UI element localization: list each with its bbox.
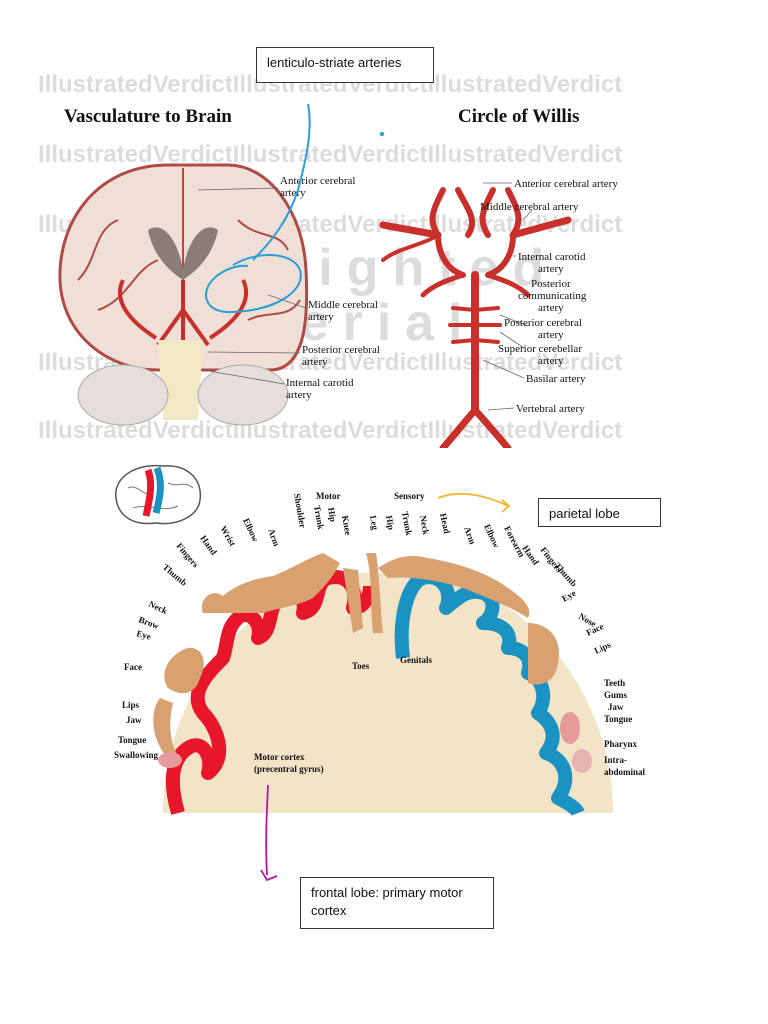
callout-frontal-lobe: frontal lobe: primary motor cortex — [300, 877, 494, 929]
motor-label: Knee — [340, 515, 353, 536]
sensory-label: Jaw — [608, 702, 624, 712]
label-posterior-communicating: Posterior — [531, 278, 571, 290]
label-superior-cerebellar-2: artery — [538, 355, 564, 367]
vasculature-figure: IllustratedVerdictIllustratedVerdictIllu… — [38, 71, 622, 448]
sensory-label: Head — [438, 512, 452, 534]
left-artery-labels: Anterior cerebral artery Middle cerebral… — [197, 175, 380, 401]
label-middle-cerebral: Middle cerebral — [308, 299, 378, 311]
brain-coronal-section — [58, 163, 309, 426]
sensory-label: Hip — [384, 515, 396, 531]
label-posterior-cerebral-2: artery — [302, 356, 328, 368]
title-vasculature: Vasculature to Brain — [64, 106, 232, 127]
label-motor-cortex-2: (precentral gyrus) — [254, 764, 324, 774]
motor-label: Trunk — [312, 505, 326, 531]
title-circle-of-willis: Circle of Willis — [458, 106, 579, 127]
label-posterior-cerebral-artery: Posterior cerebral — [504, 317, 582, 329]
sensory-label: Elbow — [482, 523, 502, 550]
sensory-label: Teeth — [604, 678, 625, 688]
label-posterior-cerebral: Posterior cerebral — [302, 344, 380, 356]
hand-drawn-purple-arrow — [260, 784, 278, 882]
right-artery-labels: Anterior cerebral artery Middle cerebral… — [480, 178, 618, 415]
label-middle-cerebral-artery: Middle cerebral artery — [480, 201, 579, 213]
motor-label: Eye — [135, 628, 152, 641]
label-posterior-cerebral-artery-2: artery — [538, 329, 564, 341]
label-genitals: Genitals — [400, 655, 432, 665]
watermark-row: IllustratedVerdictIllustratedVerdictIllu… — [38, 141, 622, 168]
motor-label: Hip — [326, 507, 338, 523]
heading-motor: Motor — [316, 491, 341, 501]
heading-sensory: Sensory — [394, 491, 425, 501]
sensory-label: Intra- — [604, 755, 627, 765]
motor-label: Lips — [122, 700, 140, 710]
motor-label: Hand — [198, 533, 219, 556]
sensory-label: Trunk — [400, 511, 414, 537]
motor-label: Wrist — [218, 524, 238, 548]
label-internal-carotid-artery-2: artery — [538, 263, 564, 275]
sensory-label: Pharynx — [604, 739, 638, 749]
homunculus-figure: Motor Knee Hip Trunk Shoulder Arm Elbow … — [114, 464, 646, 817]
motor-label: Arm — [266, 527, 282, 548]
label-toes: Toes — [352, 661, 370, 671]
label-middle-cerebral-2: artery — [308, 311, 334, 323]
sensory-label: Leg — [368, 515, 380, 532]
label-anterior-cerebral-2: artery — [280, 187, 306, 199]
label-superior-cerebellar: Superior cerebellar — [498, 343, 582, 355]
label-posterior-communicating-2: communicating — [518, 290, 587, 302]
sensory-label: Eye — [560, 588, 578, 604]
label-internal-carotid: Internal carotid — [286, 377, 354, 389]
homunculus-body — [153, 553, 592, 773]
label-vertebral-artery: Vertebral artery — [516, 403, 585, 415]
motor-label: Face — [124, 662, 142, 672]
sensory-label: Tongue — [604, 714, 632, 724]
sensory-label: Forearm — [502, 524, 527, 559]
label-basilar-artery: Basilar artery — [526, 373, 586, 385]
label-internal-carotid-2: artery — [286, 389, 312, 401]
hand-drawn-yellow-arrow — [437, 492, 511, 513]
label-posterior-communicating-3: artery — [538, 302, 564, 314]
watermark: IllustratedVerdictIllustratedVerdictIllu… — [38, 71, 622, 444]
sensory-label: Arm — [462, 525, 478, 546]
hand-drawn-circle-annotation — [205, 103, 385, 314]
motor-label: Tongue — [118, 735, 146, 745]
circle-of-willis — [379, 187, 572, 448]
motor-label: Elbow — [241, 517, 261, 544]
sensory-label: Lips — [593, 639, 613, 655]
brain-icon — [115, 464, 202, 525]
callout-parietal-lobe: parietal lobe — [538, 498, 661, 527]
sensory-label: Neck — [418, 515, 431, 536]
sensory-label: Thumb — [553, 561, 580, 589]
motor-label: Swallowing — [114, 750, 159, 760]
label-motor-cortex: Motor cortex — [254, 752, 305, 762]
label-anterior-cerebral: Anterior cerebral — [280, 175, 355, 187]
motor-label: Shoulder — [292, 493, 308, 529]
callout-lenticulo-striate: lenticulo-striate arteries — [256, 47, 434, 83]
sensory-label: Gums — [604, 690, 628, 700]
motor-label: Fingers — [174, 541, 201, 570]
motor-label: Jaw — [126, 715, 142, 725]
sensory-label: abdominal — [604, 767, 646, 777]
label-anterior-cerebral-artery: Anterior cerebral artery — [514, 178, 618, 190]
motor-label: Thumb — [161, 562, 189, 588]
motor-label: Neck — [147, 599, 169, 616]
sensory-cortex-strip — [394, 570, 585, 817]
label-internal-carotid-artery: Internal carotid — [518, 251, 586, 263]
